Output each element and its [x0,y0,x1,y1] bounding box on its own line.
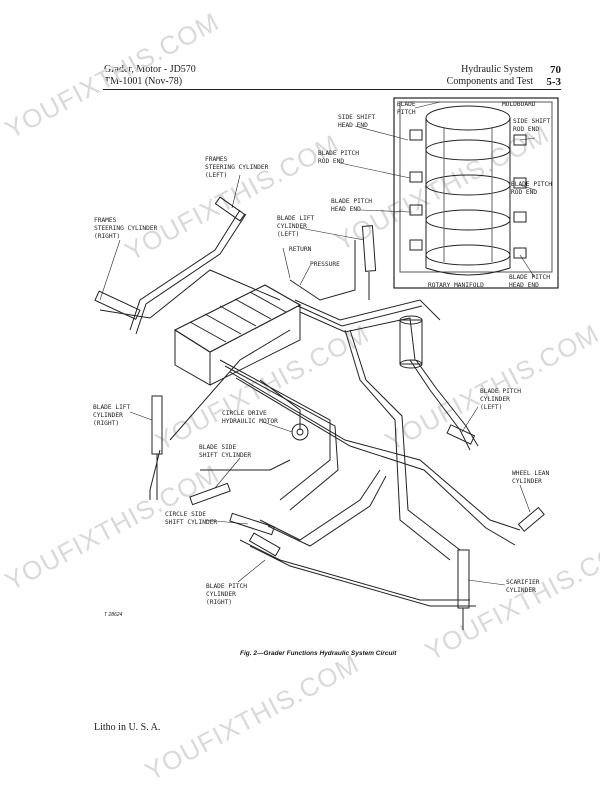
rotary-manifold-lower [399,319,423,365]
header-machine: Grader, Motor - JD570 [104,64,196,75]
label-moldboard: MOLDBOARD [502,101,536,108]
frames-steering-cylinder-left [214,196,246,222]
blade-lift-cylinder-left [361,225,377,272]
blade-pitch-cylinder-right [248,532,281,557]
header-system: Hydraulic System [461,64,533,75]
frames-steering-cylinder-right [94,290,141,320]
section-number: 5-3 [546,76,561,88]
inset-frame [399,101,553,273]
label-rotary-manifold: ROTARY MANIFOLD [428,282,484,289]
header-rule [103,89,561,90]
inset-box [393,97,559,289]
footer-litho: Litho in U. S. A. [94,722,161,733]
header-section-title: Hydraulic System Components and Test [400,64,533,88]
header-manual: TM-1001 (Nov-78) [104,76,183,87]
header-title: Grader, Motor - JD570 TM-1001 (Nov-78) [104,64,196,88]
blade-lift-cylinder-right [151,395,163,455]
scarifier-cylinder [457,549,470,609]
blade-pitch-cylinder-left [446,424,476,445]
wheel-lean-cylinder [517,506,545,532]
header-page: 70 5-3 [535,64,561,88]
valve-bank [173,284,302,353]
header-subsection: Components and Test [446,76,533,87]
manifold-top [425,105,511,131]
hydraulic-line [294,299,441,321]
label-return: RETURN [289,246,312,253]
figure-id: T 28624 [104,612,123,618]
page-number: 70 [550,64,561,76]
blade-side-shift-cylinder [189,482,231,506]
label-pressure: PRESSURE [310,261,340,268]
figure-caption: Fig. 2—Grader Functions Hydraulic System… [240,650,397,657]
circle-side-shift-cylinder [229,512,275,536]
